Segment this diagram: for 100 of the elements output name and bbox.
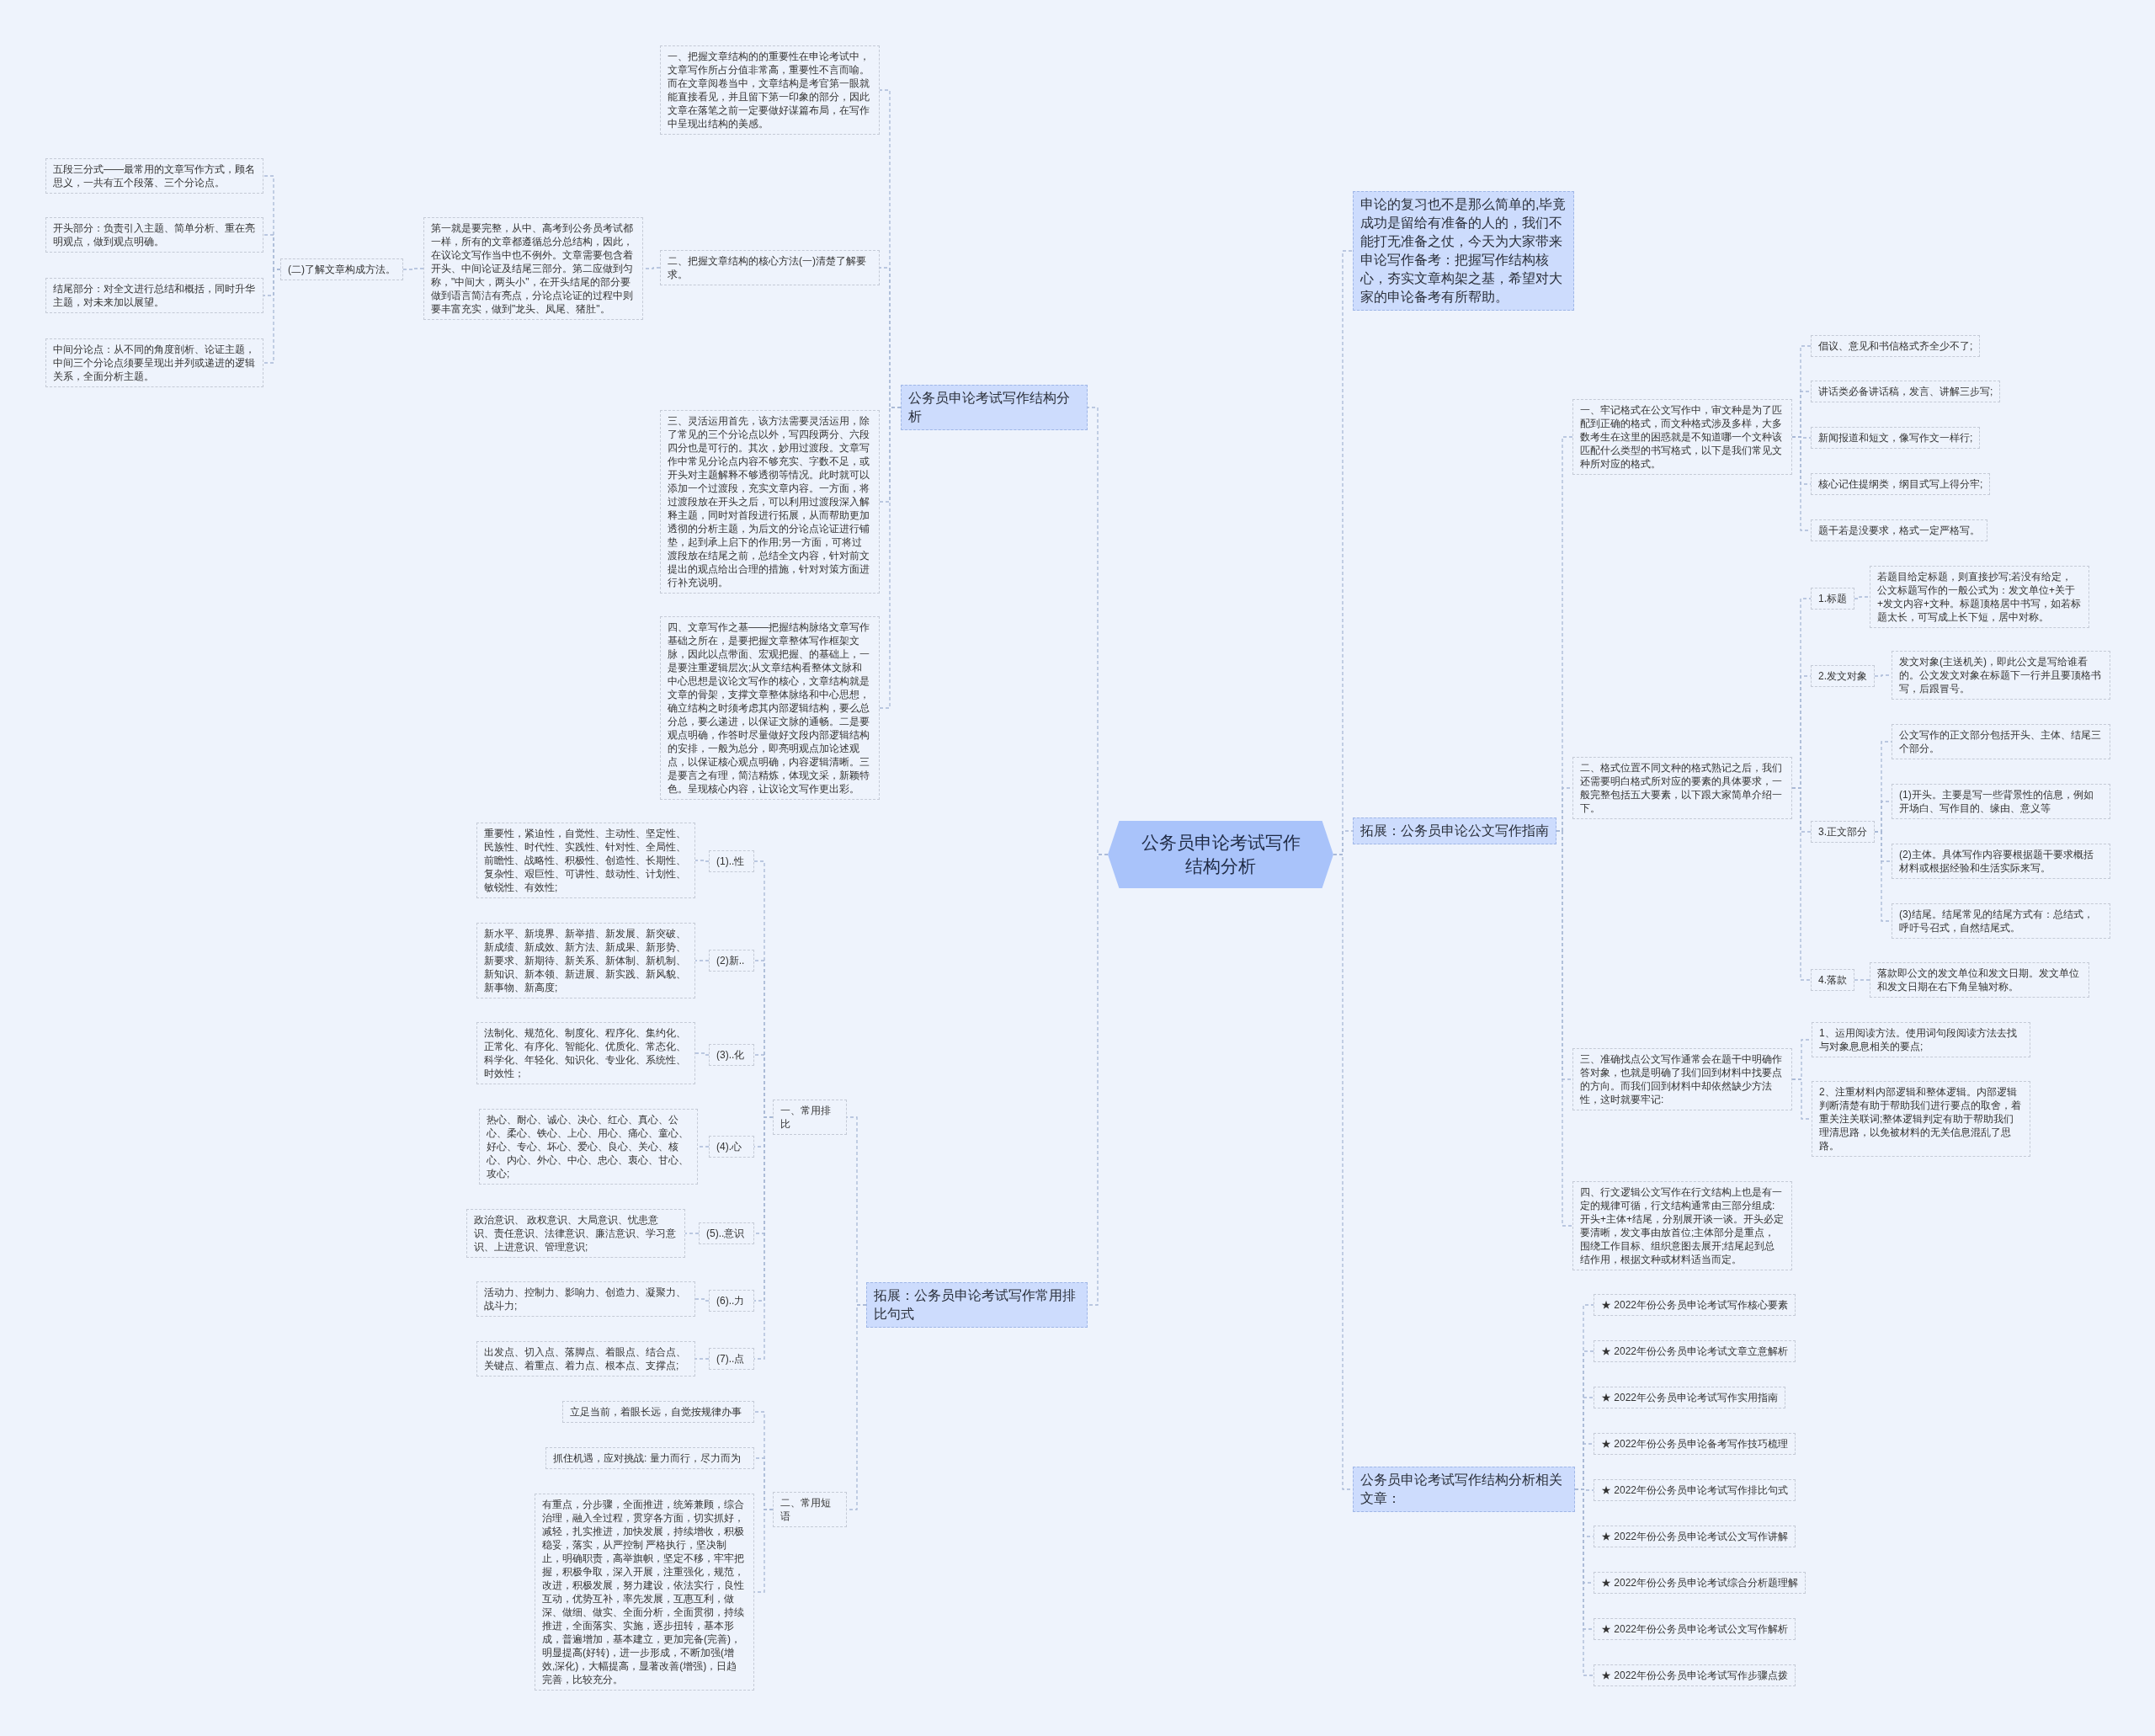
subtopic-box: [1594, 1387, 1786, 1409]
connector-line: [694, 960, 710, 961]
subtopic-box: [1811, 335, 1981, 357]
topic-text: 新水平、新境界、新举措、新发展、新突破、新成绩、新成效、新方法、新成果、新形势、新要求、新期待、新关系、新体制、新机制、新知识、新本领、新进展、新实践、新风貌、新事物、新高度;: [484, 927, 687, 994]
topic-text: 重要性，紧迫性，自觉性、主动性、坚定性、民族性、时代性、实践性、针对性、全局性、前瞻性、战略性、积极性、创造性、长期性、复杂性、艰巨性、可讲性、鼓动性、计划性、敏锐性、有效性;: [484, 827, 687, 894]
topic-text: 公文写作的正文部分包括开头、主体、结尾三个部分。: [1899, 728, 2102, 755]
topic-text: 四、行文逻辑公文写作在行文结构上也是有一定的规律可循，行文结构通常由三部分组成:开头+主体+结尾，分别展开谈一谈。开头必定要清晰，发文事由放首位;主体部分是重点，围绕工作目标、组织意图去展开;结尾起到总结作用，根据文种或材料适当而定。: [1580, 1185, 1785, 1266]
subtopic-box: [1572, 1048, 1792, 1110]
topic-text: 法制化、规范化、制度化、程序化、集约化、正常化、有序化、智能化、优质化、常态化、科学化、年轻化、知识化、专业化、系统性、时效性；: [484, 1026, 687, 1080]
subtopic-box: [476, 1022, 695, 1084]
topic-text: ★ 2022年份公务员申论考试写作核心要素: [1601, 1298, 1789, 1312]
subtopic-box: [45, 217, 263, 253]
subtopic-box: [1811, 588, 1854, 610]
topic-text: 二、格式位置不同文种的格式熟记之后，我们还需要明白格式所对应的要素的具体要求，一般完整包括五大要素，以下跟大家简单介绍一下。: [1580, 761, 1783, 815]
connector-line: [1854, 596, 1870, 599]
topic-text: ★ 2022年份公务员申论备考写作技巧梳理: [1601, 1437, 1789, 1451]
topic-text: ★ 2022年份公务员申论考试文章立意解析: [1601, 1345, 1789, 1358]
topic-text: ★ 2022年份公务员申论考试综合分析题理解: [1601, 1576, 1799, 1590]
topic-text: 开头部分：负责引入主题、简单分析、重在亮明观点，做到观点明确。: [53, 221, 256, 248]
connector-line: [1791, 787, 1812, 981]
topic-text: 若题目给定标题，则直接抄写;若没有给定，公文标题写作的一般公式为：发文单位+关于+发文内容+文种。标题顶格居中书写，如若标题太长，可写成上长下短，居中对称。: [1877, 570, 2082, 624]
topic-text: 出发点、切入点、落脚点、着眼点、结合点、关键点、着重点、着力点、根本点、支撑点;: [484, 1345, 687, 1372]
subtopic-box: [1812, 1022, 2030, 1057]
connector-line: [1087, 854, 1109, 1306]
topic-text: 政治意识、 政权意识、大局意识、忧患意识、责任意识、法律意识、廉洁意识、学习意识、上进意识、管理意识;: [474, 1213, 677, 1254]
subtopic-box: [1892, 903, 2110, 939]
topic-text: 抓住机遇，应对挑战: 量力而行，尽力而为: [553, 1451, 742, 1465]
subtopic-box: [1892, 724, 2110, 759]
topic-text: ★ 2022年份公务员申论考试公文写作讲解: [1601, 1530, 1789, 1543]
subtopic-box: [699, 1222, 754, 1244]
subtopic-box: [1572, 757, 1792, 819]
subtopic-box: [1811, 427, 1981, 449]
topic-text: 1.标题: [1818, 592, 1847, 605]
subtopic-box: [45, 158, 263, 194]
connector-line: [753, 1509, 774, 1593]
topic-text: 立足当前，着眼长远，自觉按规律办事: [570, 1405, 742, 1419]
connector-line: [263, 269, 281, 364]
topic-text: 拓展：公务员申论考试写作常用排比句式: [874, 1287, 1077, 1323]
topic-text: 落款即公文的发文单位和发文日期。发文单位和发文日期在右下角呈轴对称。: [1877, 967, 2080, 993]
subtopic-box: [709, 1290, 754, 1312]
topic-text: 公务员申论考试写作结构分析: [908, 390, 1071, 425]
topic-text: ★ 2022年份公务员申论考试公文写作解析: [1601, 1622, 1789, 1636]
topic-text: 有重点，分步骤，全面推进，统筹兼顾，综合治理，融入全过程，贯穿各方面，切实抓好，减轻，扎实推进，加快发展，持续增收，积极稳妥，落实，从严控制 严格执行，坚决制止，明确职责，高举旗帜，坚定不移，牢牢把握，积极争取，深入开展，注重强化，规范，改进，积极发展，努力建设，依法实行，良性互动，优势互补，率先发展，互惠互利，做深、做细、做实、全面分析，全面贯彻，持续推进，全面落实、实施，逐步扭转，基本形成，普遍增加，基本建立，更加完备(完善)，明显提高(好转)，进一步形成，不断加强(增效,深化)，大幅提高，显著改善(增强)，日趋完善，比较充分。: [542, 1498, 745, 1686]
subtopic-box: [1870, 962, 2089, 998]
topic-box: [901, 385, 1088, 430]
subtopic-box: [1594, 1572, 1806, 1594]
subtopic-box: [45, 278, 263, 313]
topic-text: 发文对象(主送机关)，即此公文是写给谁看的。公文发文对象在标题下一行并且要顶格书写，后跟冒号。: [1899, 655, 2102, 695]
topic-text: 五段三分式——最常用的文章写作方式，顾名思义，一共有五个段落、三个分论点。: [53, 162, 256, 189]
topic-text: (2)主体。具体写作内容要根据题干要求概括材料或根据经验和生活实际来写。: [1899, 848, 2094, 875]
connector-line: [694, 1358, 710, 1360]
subtopic-box: [476, 1341, 695, 1377]
subtopic-box: [660, 250, 880, 285]
topic-text: (3)结尾。结尾常见的结尾方式有：总结式，呼吁号召式，自然结尾式。: [1899, 908, 2094, 935]
connector-line: [402, 268, 424, 270]
subtopic-box: [1892, 784, 2110, 819]
subtopic-box: [479, 1109, 698, 1185]
subtopic-box: [1594, 1526, 1796, 1547]
connector-line: [684, 1233, 700, 1234]
topic-text: 二、常用短语: [780, 1496, 832, 1523]
topic-box: [1353, 817, 1556, 844]
topic-text: (7)..点: [716, 1352, 746, 1366]
topic-text: 讲话类必备讲话稿，发言、讲解三步写;: [1818, 385, 1993, 398]
topic-text: 题干若是没要求，格式一定严格写。: [1818, 524, 1980, 537]
subtopic-box: [709, 1044, 754, 1066]
subtopic-box: [280, 258, 403, 280]
topic-text: 结尾部分：对全文进行总结和概括，同时升华主题，对未来加以展望。: [53, 282, 256, 309]
topic-text: (1)开头。主要是写一些背景性的信息，例如开场白、写作目的、缘由、意义等: [1899, 788, 2094, 815]
subtopic-box: [709, 950, 754, 972]
topic-text: 2、注重材料内部逻辑和整体逻辑。内部逻辑判断清楚有助于帮助我们进行要点的取舍，着重关注关联词;整体逻辑判定有助于帮助我们理清思路，以免被材料的无关信息混乱了思路。: [1819, 1085, 2022, 1153]
subtopic-box: [1594, 1618, 1796, 1640]
topic-text: 拓展：公务员申论公文写作指南: [1360, 823, 1549, 839]
topic-text: (4).心: [716, 1140, 742, 1153]
topic-text: 3.正文部分: [1818, 825, 1867, 839]
subtopic-box: [1811, 665, 1875, 687]
connector-line: [694, 860, 710, 862]
topic-text: 三、准确找点公文写作通常会在题干中明确作答对象，也就是明确了我们回到材料中找要点的方向。而我们回到材料中却依然缺少方法性，这时就要牢记:: [1580, 1052, 1783, 1106]
subtopic-box: [562, 1401, 754, 1423]
subtopic-box: [1572, 1181, 1792, 1270]
topic-text: 新闻报道和短文，像写作文一样行;: [1818, 431, 1973, 445]
topic-text: 四、文章写作之基——把握结构脉络文章写作基础之所在，是要把握文章整体写作框架文脉，因此以点带面、宏观把握、的基础上，一是要注重逻辑层次;从文章结构看整体文脉和中心思想是议论文写作的核心，文章结构就是文章的骨架，支撑文章整体脉络和中心思想，确立结构之时须考虑其内部逻辑结构，要么总分总，要么递进，以保证文脉的通畅。二是要观点明确，作答时尽量做好文段内部逻辑结构的安排，一般为总分，即亮明观点加论述观点，以保证核心观点明确，内容逻辑清晰。三是要言之有理，简洁精炼，体现文采，新颖特色。呈现核心内容，让议论文写作更出彩。: [668, 620, 870, 796]
subtopic-box: [1812, 1081, 2030, 1157]
topic-text: 热心、耐心、诚心、决心、红心、真心、公心、柔心、铁心、上心、用心、痛心、童心、好心、专心、坏心、爱心、良心、关心、核心、内心、外心、中心、忠心、衷心、甘心、攻心;: [487, 1113, 689, 1180]
subtopic-box: [1870, 566, 2089, 628]
topic-text: 公务员申论考试写作结构分析相关文章：: [1360, 1472, 1563, 1507]
subtopic-box: [1594, 1479, 1796, 1501]
subtopic-box: [476, 923, 695, 998]
subtopic-box: [773, 1100, 847, 1135]
subtopic-box: [466, 1209, 685, 1258]
subtopic-box: [709, 1136, 754, 1158]
subtopic-box: [1594, 1433, 1796, 1455]
topic-text: 1、运用阅读方法。使用词句段阅读方法去找与对象息息相关的要点;: [1819, 1026, 2018, 1053]
subtopic-box: [45, 338, 263, 387]
topic-text: (6)..力: [716, 1294, 746, 1307]
subtopic-box: [1811, 821, 1875, 843]
topic-text: (2)新..: [716, 954, 746, 967]
connector-line: [694, 1298, 710, 1302]
topic-text: 二、把握文章结构的核心方法(一)清楚了解要求。: [668, 254, 867, 281]
topic-text: 4.落款: [1818, 973, 1847, 987]
topic-text: 中间分论点：从不同的角度剖析、论证主题，中间三个分论点须要呈现出并列或递进的逻辑关系，全面分析主题。: [53, 343, 256, 383]
